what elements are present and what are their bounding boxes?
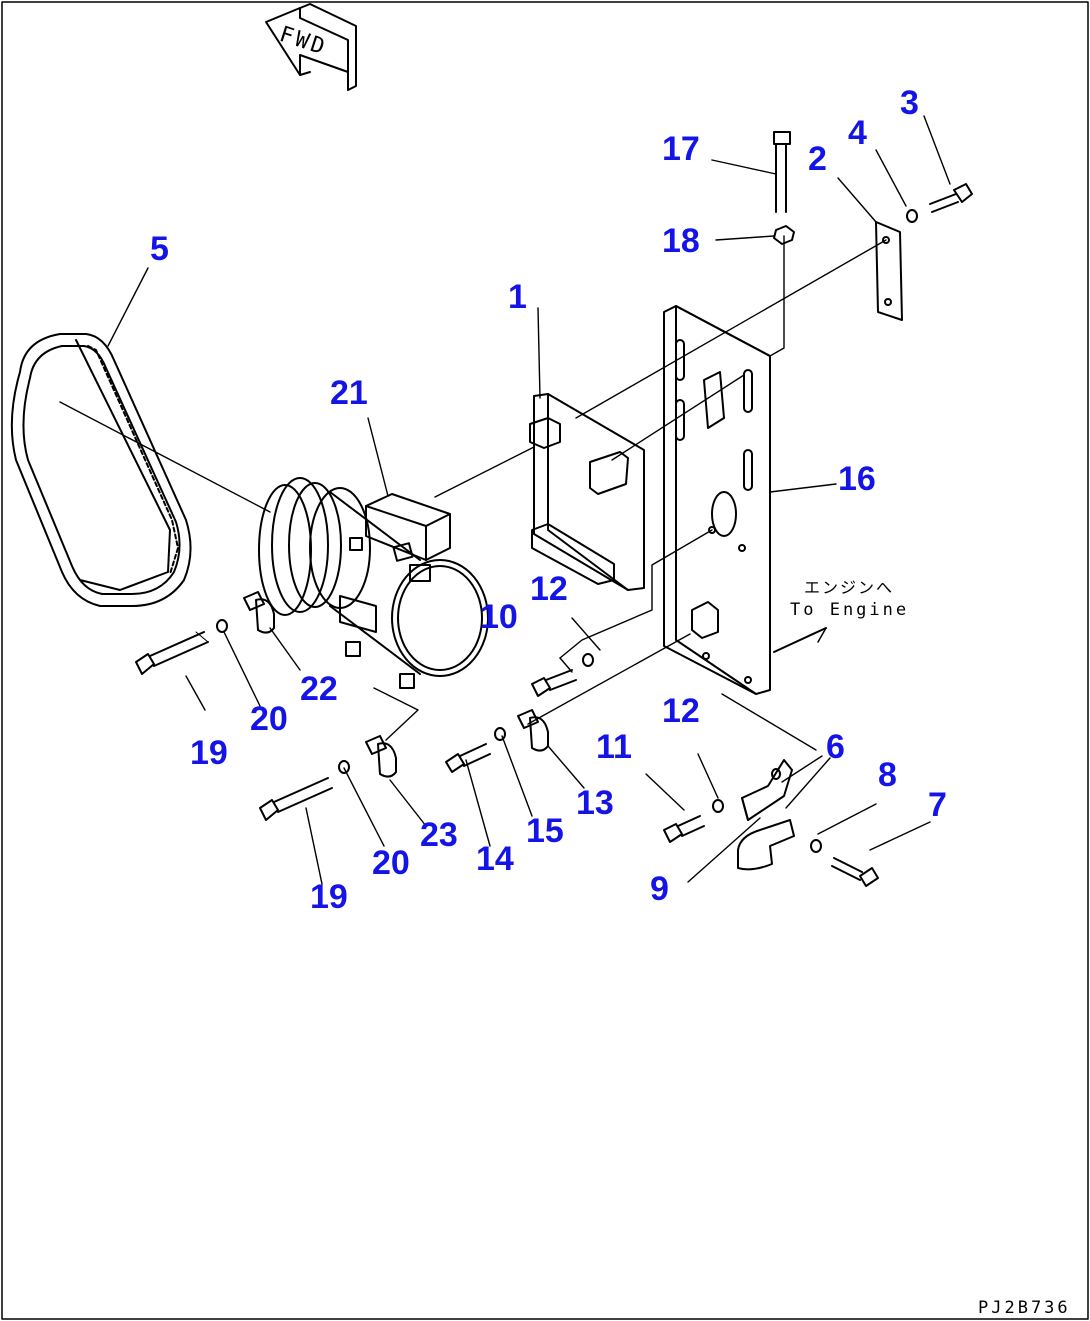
- callout-8: 8: [878, 756, 897, 794]
- callout-15: 15: [526, 812, 564, 850]
- callout-11: 11: [596, 728, 632, 766]
- callout-12-upper: 12: [530, 570, 568, 608]
- callout-1: 1: [508, 278, 527, 316]
- callout-22: 22: [300, 670, 338, 708]
- callout-19-lower: 19: [310, 878, 348, 916]
- compressor-drawing: [258, 477, 489, 689]
- clip-13-drawing: [517, 709, 549, 752]
- callout-18: 18: [662, 222, 700, 260]
- washer-4-drawing: [906, 209, 918, 223]
- v-belt-drawing: [10, 333, 192, 607]
- callout-4: 4: [848, 114, 867, 152]
- mounting-plate-drawing: [663, 305, 771, 695]
- callout-9: 9: [650, 870, 669, 908]
- bolt-11-drawing: [663, 815, 705, 843]
- bracket-6-drawing: [741, 759, 793, 821]
- callout-14: 14: [476, 840, 514, 878]
- to-engine-label-en: To Engine: [790, 600, 910, 620]
- callout-20-upper: 20: [250, 700, 288, 738]
- callout-13: 13: [576, 784, 614, 822]
- to-engine-label-jp: エンジンへ: [804, 578, 895, 597]
- callout-16: 16: [838, 460, 876, 498]
- bracket-9-drawing: [737, 819, 795, 871]
- bolt-7-drawing: [831, 857, 879, 887]
- callout-6: 6: [826, 728, 845, 766]
- callout-21: 21: [330, 374, 368, 412]
- clip-22-drawing: [243, 591, 275, 634]
- long-bolt-17-drawing: [773, 131, 791, 213]
- callout-19-upper: 19: [190, 734, 228, 772]
- callout-7: 7: [928, 786, 947, 824]
- strap-plate-drawing: [875, 221, 903, 321]
- bolt-19a-drawing: [135, 631, 209, 675]
- callout-2: 2: [808, 140, 827, 178]
- bolt-10-drawing: [531, 669, 577, 697]
- bolt-14-drawing: [445, 743, 491, 773]
- to-engine-arrow-icon: [773, 627, 827, 653]
- callout-23: 23: [420, 816, 458, 854]
- callout-3: 3: [900, 84, 919, 122]
- callout-20-lower: 20: [372, 844, 410, 882]
- fwd-arrow-icon: [265, 3, 357, 91]
- bolt-19b-drawing: [259, 777, 333, 821]
- callout-5: 5: [150, 230, 169, 268]
- bolt-3-drawing: [929, 183, 973, 213]
- drawing-code: PJ2B736: [978, 1298, 1071, 1318]
- callout-10: 10: [480, 598, 518, 636]
- callout-17: 17: [662, 130, 700, 168]
- clip-23-drawing: [365, 735, 397, 778]
- bracket-plate-drawing: [529, 393, 645, 591]
- callout-12-lower: 12: [662, 692, 700, 730]
- nut-18-drawing: [773, 225, 795, 245]
